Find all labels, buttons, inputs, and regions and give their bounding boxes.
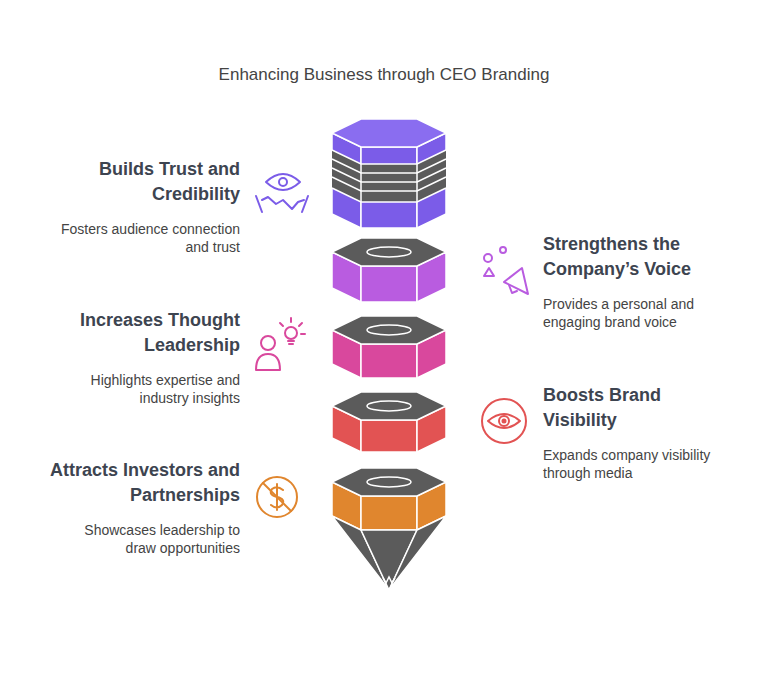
band-stripe [332, 150, 446, 164]
band-edge [416, 164, 418, 202]
prism-hole [367, 401, 411, 411]
pencil-band [332, 150, 446, 202]
benefit-description: Provides a personal and engaging brand v… [543, 295, 728, 331]
prism-top [332, 468, 446, 496]
person-head [261, 336, 275, 350]
eye-pupil [503, 420, 506, 423]
coin-ring [257, 477, 297, 517]
benefit-heading: Builds Trust and Credibility [20, 157, 240, 207]
prism-hole [367, 247, 411, 257]
band-stripe [332, 188, 446, 202]
benefit-heading: Boosts Brand Visibility [543, 383, 738, 433]
pencil-stack [332, 119, 446, 590]
megaphone [504, 268, 528, 294]
prism-top [332, 392, 446, 420]
benefit-description: Expands company visibility through media [543, 446, 728, 482]
handshake [262, 197, 304, 209]
benefit-heading: Increases Thought Leadership [20, 308, 240, 358]
prism-top [332, 119, 446, 147]
benefit-node: Boosts Brand VisibilityExpands company v… [543, 383, 738, 482]
eye-pupil [279, 178, 287, 186]
investor-icon [257, 477, 297, 517]
leadership-icon [256, 318, 305, 370]
benefit-node: Strengthens the Company’s VoiceProvides … [543, 232, 738, 331]
benefit-heading: Strengthens the Company’s Voice [543, 232, 738, 282]
band-edge [360, 164, 362, 202]
benefit-description: Showcases leadership to draw opportuniti… [55, 521, 240, 557]
visibility-icon [482, 399, 526, 443]
benefit-node: Increases Thought LeadershipHighlights e… [20, 308, 240, 407]
prism-top [332, 316, 446, 344]
benefit-node: Builds Trust and CredibilityFosters audi… [20, 157, 240, 256]
diagram-title: Enhancing Business through CEO Branding [0, 64, 768, 86]
benefit-node: Attracts Investors and PartnershipsShowc… [20, 458, 240, 557]
sound-triangle [484, 268, 494, 276]
voice-icon [484, 247, 528, 294]
person-body [256, 354, 280, 370]
benefit-heading: Attracts Investors and Partnerships [20, 458, 240, 508]
megaphone-handle [509, 285, 517, 293]
prism-hole [367, 325, 411, 335]
band-stripe [332, 177, 446, 191]
prism-top [332, 238, 446, 266]
handshake-cuffs [256, 196, 308, 212]
bulb-rays [280, 318, 305, 334]
bulb-base [288, 341, 294, 344]
bulb [285, 327, 297, 339]
eye-shape [488, 414, 520, 428]
benefit-description: Highlights expertise and industry insigh… [55, 371, 240, 407]
trust-icon [256, 174, 308, 212]
benefit-description: Fosters audience connection and trust [55, 220, 240, 256]
prism-face [361, 266, 417, 302]
coin-slash [263, 483, 291, 511]
sound-dot [500, 247, 506, 253]
tip-notch [383, 577, 395, 583]
eye-iris [499, 416, 509, 426]
prism-face [361, 496, 417, 530]
band-stripe [332, 159, 446, 173]
eye-ring [482, 399, 526, 443]
prism-hole [367, 477, 411, 487]
dollar-symbol [271, 484, 283, 510]
band-stripe [332, 168, 446, 182]
prism-face [361, 420, 417, 452]
sound-dot [484, 254, 492, 262]
eye-shape [266, 174, 300, 190]
prism-face [361, 344, 417, 378]
pencil-tip [389, 516, 446, 590]
